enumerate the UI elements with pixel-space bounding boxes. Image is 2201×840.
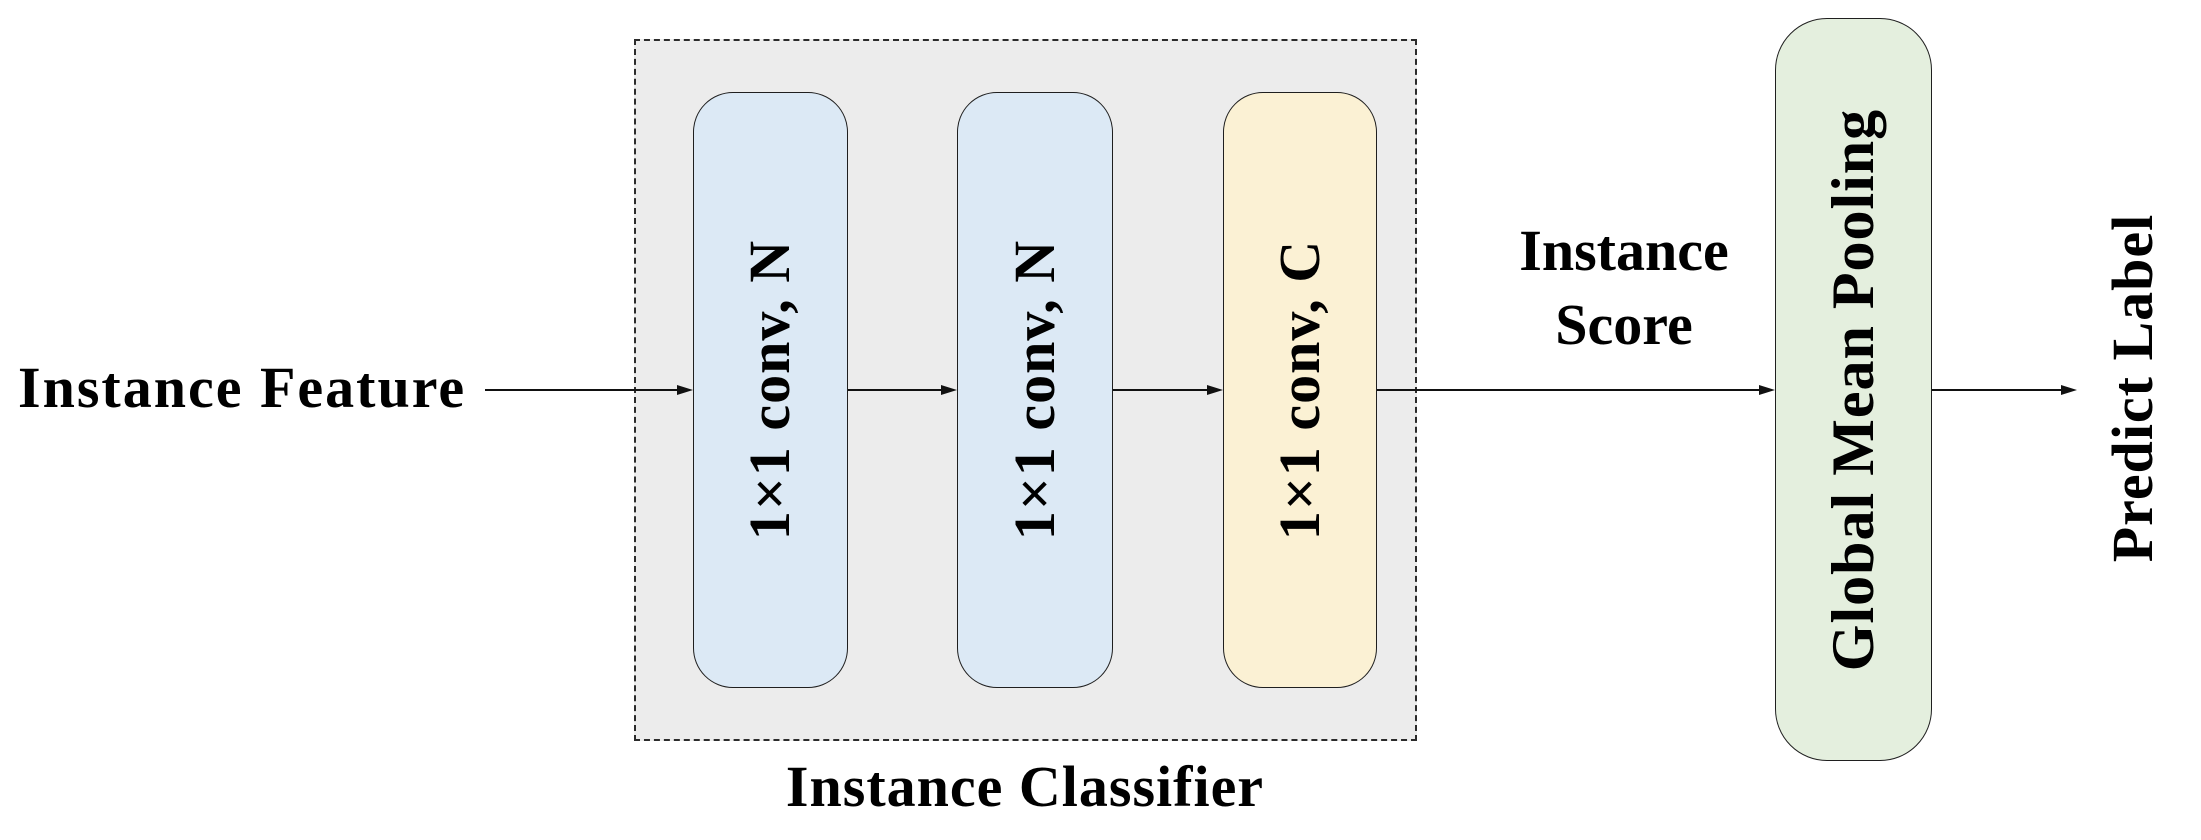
instance-classifier-caption: Instance Classifier [785,754,1265,819]
global-mean-pooling-label: Global Mean Pooling [1820,108,1887,671]
arrowhead-icon [1759,384,1775,395]
predict-label: Predict Label [2100,213,2165,563]
flow-arrow-conv1-conv2-line [848,389,943,391]
arrowhead-icon [1207,384,1223,395]
flow-arrow-input-line [485,389,679,391]
arrowhead-icon [2061,384,2077,395]
instance-score-label: Instance Score [1424,214,1824,362]
flow-arrow-output-line [1932,389,2063,391]
arrowhead-icon [941,384,957,395]
instance-score-line1: Instance [1519,218,1729,283]
instance-score-line2: Score [1555,292,1693,357]
instance-feature-label: Instance Feature [18,355,467,420]
arrowhead-icon [677,384,693,395]
flow-arrow-conv2-conv3-line [1113,389,1209,391]
conv-block-3: 1×1 conv, C [1223,92,1377,688]
global-mean-pooling-block: Global Mean Pooling [1775,18,1932,761]
flow-arrow-score-line [1377,389,1761,391]
conv-block-2: 1×1 conv, N [957,92,1113,688]
conv-block-2-label: 1×1 conv, N [1002,239,1067,541]
conv-block-1: 1×1 conv, N [693,92,848,688]
conv-block-3-label: 1×1 conv, C [1267,239,1332,541]
conv-block-1-label: 1×1 conv, N [737,239,803,541]
